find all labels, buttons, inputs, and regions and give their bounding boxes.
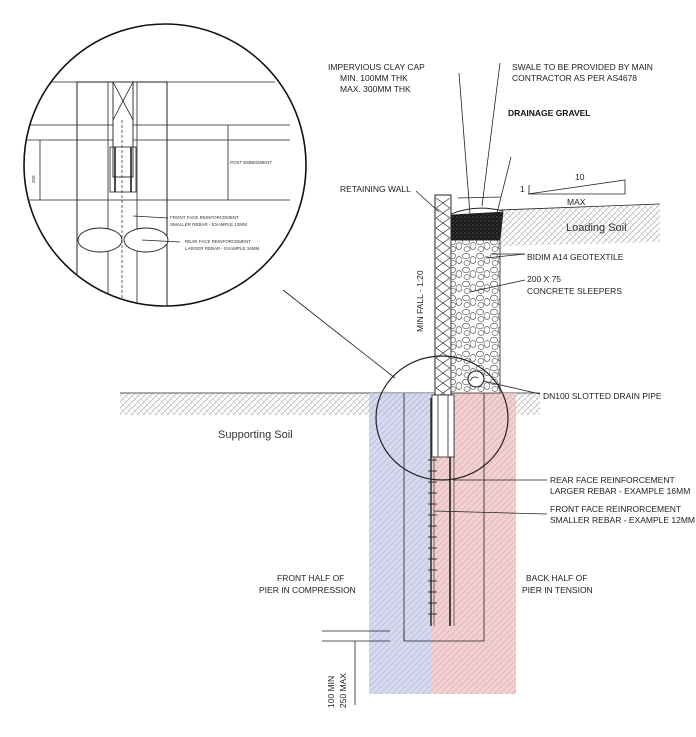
- supporting-soil-label: Supporting Soil: [218, 429, 293, 441]
- leader-lines: [415, 62, 548, 515]
- detail-post-embedment-label: POST EMBEDMENT: [230, 160, 272, 165]
- clay-cap-label-1: IMPERVIOUS CLAY CAP: [328, 62, 425, 72]
- drainage-gravel-fill: [450, 239, 501, 394]
- swale-label-2: CONTRACTOR AS PER AS4678: [512, 73, 637, 83]
- pier-compression-zone: [369, 393, 432, 694]
- detail-rear-reinforcement-2: LARGER REBAR - EXAMPLE 16MM: [185, 246, 260, 251]
- sleepers-label-2: CONCRETE SLEEPERS: [527, 286, 622, 296]
- rear-reinforcement-label-2: LARGER REBAR - EXAMPLE 16MM: [550, 486, 690, 496]
- detail-front-reinforcement-1: FRONT FACE REINFORCEMENT: [170, 215, 239, 220]
- drain-pipe-icon: [467, 370, 485, 388]
- retaining-wall-label: RETAINING WALL: [340, 184, 411, 194]
- slope-max-label: MAX: [567, 197, 586, 207]
- front-half-label-2: PIER IN COMPRESSION: [259, 585, 356, 595]
- clay-cap-label-3: MAX. 300mm THK: [340, 84, 411, 94]
- swale-label-1: SWALE TO BE PROVIDED BY MAIN: [512, 62, 653, 72]
- base-min-label: 100 MIN: [326, 676, 336, 708]
- detail-rear-reinforcement-1: REAR FACE REINFORCEMENT: [185, 239, 251, 244]
- clay-cap: [450, 211, 504, 241]
- detail-callout-circle: [282, 289, 509, 481]
- swale: [450, 207, 504, 215]
- loading-soil-label: Loading Soil: [566, 222, 627, 234]
- slope-indicator: 10 1 MAX: [520, 172, 626, 207]
- front-half-label-1: FRONT HALF OF: [277, 573, 344, 583]
- labels: IMPERVIOUS CLAY CAP MIN. 100mm THK MAX. …: [218, 62, 695, 595]
- pier-hole: [403, 393, 485, 642]
- front-reinforcement-label-2: SMALLER REBAR - EXAMPLE 12MM: [550, 515, 695, 525]
- min-fall-label: MIN FALL - 1:20: [415, 270, 425, 332]
- front-reinforcement-label-1: FRONT FACE REINRORCEMENT: [550, 504, 681, 514]
- drain-pipe-label: DN100 SLOTTED DRAIN PIPE: [543, 391, 662, 401]
- back-half-label-2: PIER IN TENSION: [522, 585, 593, 595]
- back-half-label-1: BACK HALF OF: [526, 573, 587, 583]
- loading-soil: [499, 203, 661, 246]
- detail-dim-250: 250: [31, 175, 36, 183]
- retaining-wall-post: [431, 194, 455, 458]
- slope-rise-label: 1: [520, 184, 525, 194]
- drainage-gravel-label: DRAINAGE GRAVEL: [508, 108, 591, 118]
- detail-front-reinforcement-2: SMALLER REBAR - EXAMPLE 12MM: [170, 222, 247, 227]
- slope-run-label: 10: [575, 172, 585, 182]
- sleepers-label-1: 200 X 75: [527, 274, 561, 284]
- geotextile-label: BIDIM A14 GEOTEXTILE: [527, 252, 624, 262]
- base-dimension: 100 MIN 250 MAX: [322, 630, 390, 708]
- detail-view: 250 POST EMBEDMENT FRONT FACE REINFORCEM…: [23, 23, 307, 307]
- base-max-label: 250 MAX: [338, 673, 348, 708]
- clay-cap-label-2: MIN. 100mm THK: [340, 73, 408, 83]
- rear-reinforcement-label-1: REAR FACE REINFORCEMENT: [550, 475, 675, 485]
